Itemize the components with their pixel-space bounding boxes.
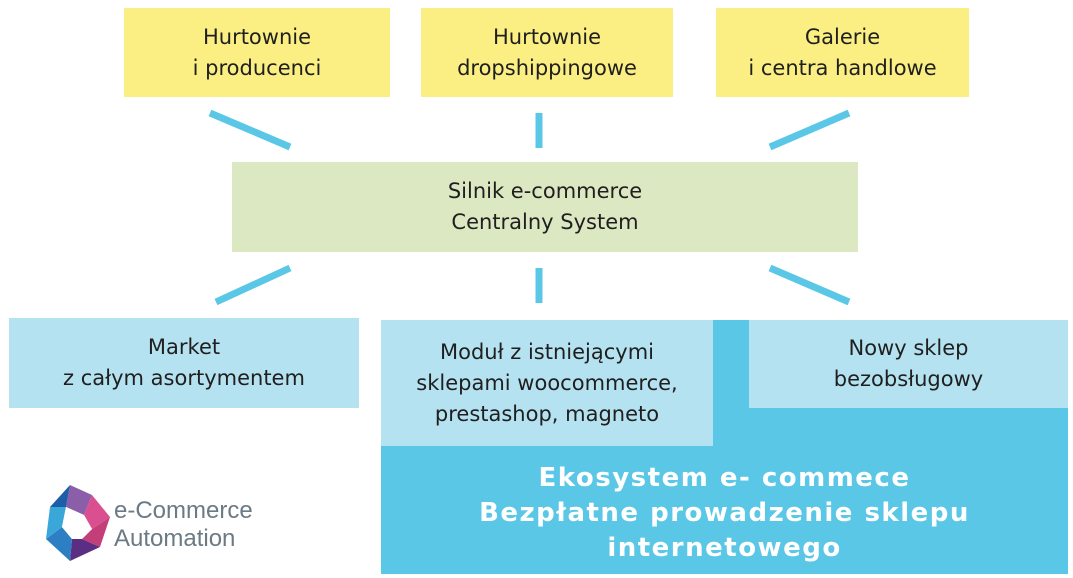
box-label-line2: i centra handlowe bbox=[748, 55, 937, 80]
box-label-line2: bezobsługowy bbox=[833, 367, 984, 391]
box-label-line1: Hurtownie bbox=[492, 24, 602, 49]
box-label-line1: Galerie bbox=[804, 24, 881, 49]
existing-shops-module-box: Moduł z istniejącymi sklepami woocommerc… bbox=[381, 320, 713, 446]
box-label-line1: Hurtownie bbox=[202, 24, 312, 49]
connector-top-left bbox=[208, 109, 292, 151]
box-label-line1: Market bbox=[147, 335, 221, 359]
galleries-malls-box: Galerie i centra handlowe bbox=[716, 8, 969, 97]
new-shop-box: Nowy sklep bezobsługowy bbox=[749, 320, 1068, 408]
box-label-line2: i producenci bbox=[192, 55, 322, 80]
box-label-line2: dropshippingowe bbox=[457, 55, 637, 80]
box-label-line1: Nowy sklep bbox=[848, 336, 969, 360]
box-label-line3: prestashop, magneto bbox=[434, 401, 660, 426]
market-box: Market z całym asortymentem bbox=[9, 318, 359, 408]
logo-line2: Automation bbox=[114, 525, 236, 552]
box-label-line2: z całym asortymentem bbox=[63, 366, 305, 390]
box-label-line1: Moduł z istniejącymi bbox=[440, 339, 654, 364]
ecommerce-engine-box: Silnik e-commerce Centralny System bbox=[232, 162, 858, 252]
ecosystem-line3: internetowego bbox=[607, 532, 842, 563]
ecommerce-automation-logo-icon bbox=[46, 485, 110, 561]
ecosystem-caption: Ekosystem e- commece Bezpłatne prowadzen… bbox=[381, 452, 1068, 574]
ecosystem-line2: Bezpłatne prowadzenie sklepu bbox=[479, 497, 970, 528]
logo-line1: e-Commerce bbox=[114, 497, 253, 524]
wholesalers-producers-box: Hurtownie i producenci bbox=[124, 8, 390, 97]
connector-top-right bbox=[768, 109, 851, 151]
connector-bottom-right bbox=[768, 264, 851, 306]
dropshipping-wholesalers-box: Hurtownie dropshippingowe bbox=[421, 8, 673, 97]
connector-bottom-left bbox=[214, 264, 292, 306]
box-label-line1: Silnik e-commerce bbox=[447, 179, 643, 203]
box-label-line2: Centralny System bbox=[451, 210, 639, 234]
logo-wordmark: e-Commerce Automation bbox=[114, 497, 253, 553]
box-label-line2: sklepami woocommerce, bbox=[416, 370, 678, 395]
ecosystem-line1: Ekosystem e- commece bbox=[538, 462, 911, 493]
